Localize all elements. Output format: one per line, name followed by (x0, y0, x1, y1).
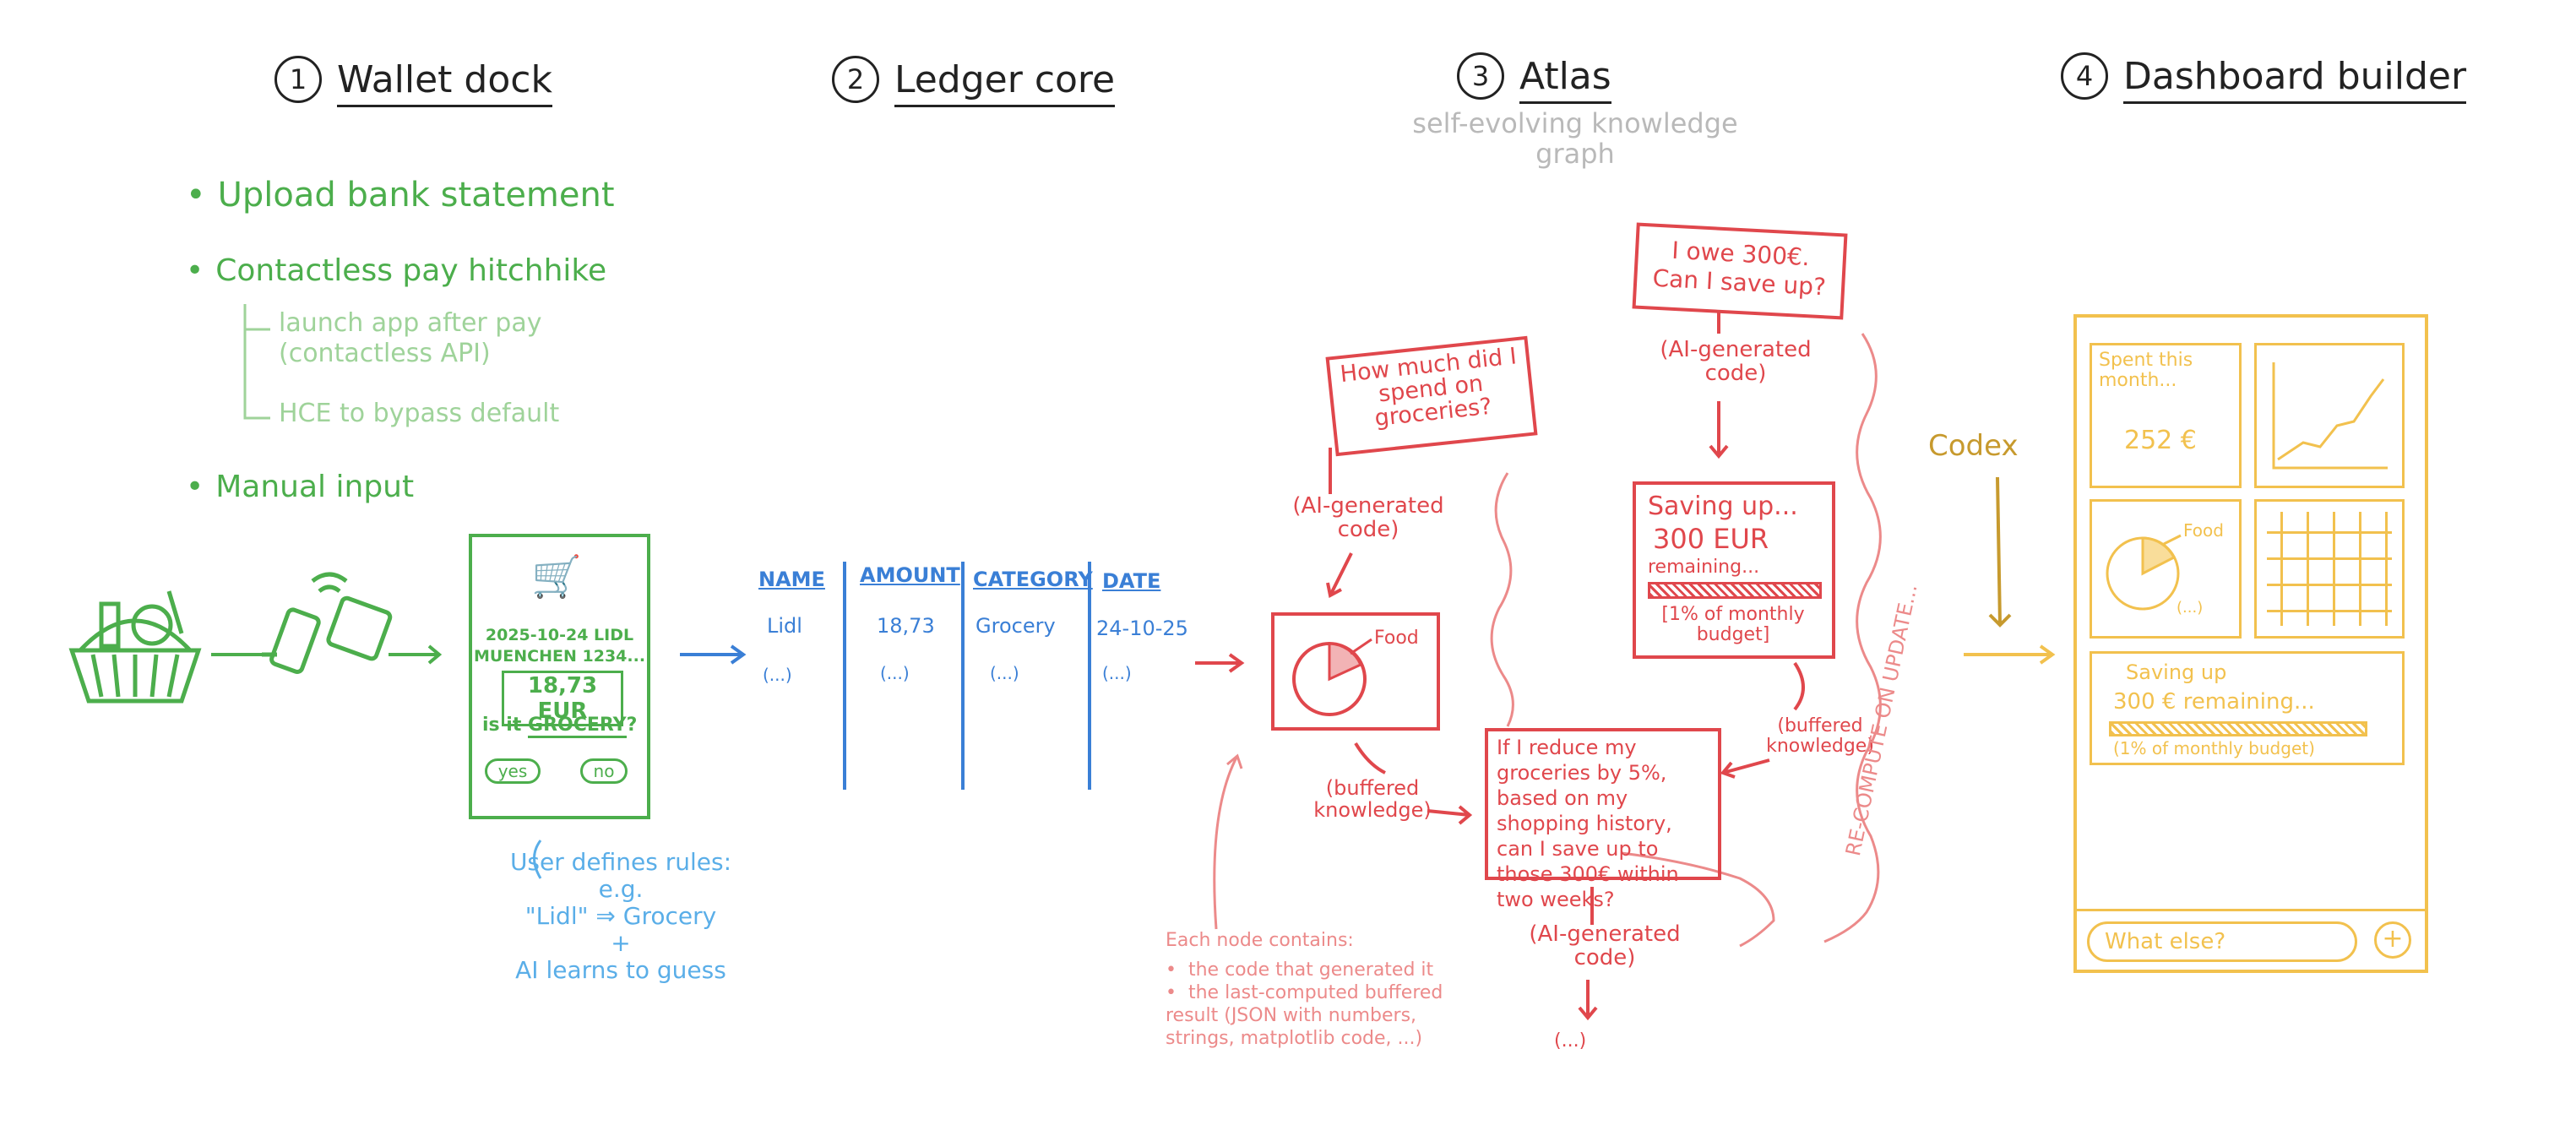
buffered-label: (buffered knowledge) (1313, 776, 1432, 822)
sub-bullet-launch: launch app after pay (contactless API) (279, 308, 542, 368)
ledger-header-category: CATEGORY (973, 568, 1093, 591)
saving-amount: 300 EUR (1653, 523, 1769, 555)
rules-note-line: AI learns to guess (515, 956, 726, 984)
atlas-node-pie: Food (1271, 612, 1440, 731)
section-number: 2 (832, 56, 879, 103)
ledger-cell-name: Lidl (767, 614, 802, 638)
pie-food-label: Food (1374, 628, 1419, 649)
widget-saving-title: Saving up (2126, 660, 2227, 684)
widget-pie[interactable]: Food (...) (2090, 499, 2242, 639)
rules-note: User defines rules: e.g. "Lidl" ⇒ Grocer… (507, 849, 735, 984)
ledger-ellipsis: (...) (763, 665, 792, 685)
ledger-header-date: DATE (1102, 569, 1161, 593)
atlas-ellipsis: (...) (1554, 1030, 1587, 1052)
widget-line-chart[interactable] (2254, 343, 2405, 488)
pie-chart-icon (2106, 534, 2182, 611)
section-title: Dashboard builder (2123, 54, 2467, 104)
buffered-label: (buffered knowledge) (1766, 715, 1874, 757)
atlas-question-groceries: How much did I spend on groceries? (1325, 335, 1538, 457)
bullet-manual: Manual input (186, 470, 414, 504)
pie-chart-icon (1292, 638, 1372, 716)
add-icon[interactable]: + (2374, 921, 2411, 959)
ai-code-label: (AI-generated code) (1529, 921, 1681, 970)
section-title: Ledger core (894, 57, 1116, 107)
widget-spent-value: 252 € (2124, 426, 2197, 455)
widget-spent-title: Spent this month... (2099, 350, 2193, 391)
dashboard-frame: Spent this month... 252 € Food (...) Sav… (2073, 314, 2428, 973)
section-header-dashboard: 4 Dashboard builder (2061, 52, 2467, 104)
receipt-line-1: 2025-10-24 LIDL (485, 626, 634, 644)
atlas-node-saving: Saving up... 300 EUR remaining... [1% of… (1633, 481, 1835, 659)
category-question: is it GROCERY? (482, 715, 638, 738)
question-suffix: ? (626, 715, 638, 736)
contactless-payment-icon (262, 572, 393, 674)
codex-label: Codex (1928, 429, 2019, 463)
atlas-update-waves (1213, 333, 1882, 948)
ledger-cell-category: Grocery (976, 614, 1056, 638)
ai-code-label: (AI-generated code) (1660, 337, 1812, 386)
ledger-column-dividers (843, 562, 1091, 790)
bullet-contactless: Contactless pay hitchhike (186, 253, 606, 288)
question-category: GROCERY (528, 715, 627, 738)
atlas-arrows (1326, 312, 1805, 1021)
section-number: 4 (2061, 52, 2108, 100)
section-number: 1 (274, 56, 322, 103)
grocery-basket-icon (68, 590, 202, 704)
sub-bullet-hce: HCE to bypass default (279, 399, 560, 428)
widget-saving-note: (1% of monthly budget) (2113, 738, 2315, 758)
ask-input[interactable]: What else? (2087, 921, 2357, 962)
node-note-item: the last-computed buffered result (JSON … (1166, 981, 1478, 1050)
section-title: Wallet dock (337, 57, 552, 107)
saving-progress-bar (1648, 582, 1822, 599)
shopping-cart-icon: 🛒 (531, 553, 582, 601)
receipt-phone-card: 🛒 2025-10-24 LIDL MUENCHEN 1234... 18,73… (469, 534, 650, 819)
no-button[interactable]: no (580, 758, 628, 784)
ledger-ellipsis: (...) (880, 663, 910, 683)
widget-saving-progress (2109, 721, 2367, 736)
node-note-item: the code that generated it (1166, 959, 1478, 981)
saving-title: Saving up... (1648, 492, 1798, 521)
node-contents-note: Each node contains: the code that genera… (1166, 929, 1478, 1050)
atlas-subtitle: self-evolving knowledge graph (1412, 107, 1738, 170)
saving-note: [1% of monthly budget] (1661, 604, 1805, 645)
ledger-ellipsis: (...) (990, 663, 1019, 683)
section-header-ledger: 2 Ledger core (832, 56, 1116, 107)
rules-note-line: "Lidl" ⇒ Grocery (524, 902, 717, 930)
dashboard-input-divider (2077, 909, 2425, 911)
widget-spent[interactable]: Spent this month... 252 € (2090, 343, 2242, 488)
line-chart-icon (2272, 362, 2388, 470)
receipt-line-2: MUENCHEN 1234... (473, 647, 646, 666)
atlas-question-reduce: If I reduce my groceries by 5%, based on… (1485, 728, 1721, 911)
wallet-arrows (211, 644, 443, 665)
widget-pie-food-label: Food (2183, 520, 2224, 541)
widget-table-grid[interactable] (2254, 499, 2405, 639)
node-note-title: Each node contains: (1166, 930, 1354, 951)
ledger-cell-date: 24-10-25 (1096, 617, 1188, 640)
bullet-upload: Upload bank statement (186, 176, 615, 215)
rules-note-line: User defines rules: e.g. (509, 848, 732, 903)
ledger-cell-amount: 18,73 (877, 614, 935, 638)
section-number: 3 (1457, 52, 1504, 100)
ai-code-label: (AI-generated code) (1292, 493, 1444, 542)
section-header-wallet: 1 Wallet dock (274, 56, 552, 107)
receipt-amount: 18,73 EUR (502, 671, 623, 726)
ledger-header-name: NAME (758, 568, 825, 591)
widget-pie-ellipsis: (...) (2177, 599, 2204, 617)
question-prefix: is it (482, 715, 522, 736)
atlas-question-save: I owe 300€. Can I save up? (1632, 222, 1848, 320)
ledger-header-amount: AMOUNT (860, 563, 960, 587)
sub-bullet-hooks (243, 304, 270, 420)
section-header-atlas: 3 Atlas (1457, 52, 1611, 104)
section-title: Atlas (1519, 54, 1611, 104)
yes-button[interactable]: yes (485, 758, 541, 784)
widget-saving-line: 300 € remaining... (2113, 689, 2315, 715)
widget-saving[interactable]: Saving up 300 € remaining... (1% of mont… (2090, 651, 2405, 765)
rules-note-line: + (611, 929, 631, 957)
saving-remaining: remaining... (1648, 557, 1760, 578)
ledger-ellipsis: (...) (1102, 663, 1132, 683)
